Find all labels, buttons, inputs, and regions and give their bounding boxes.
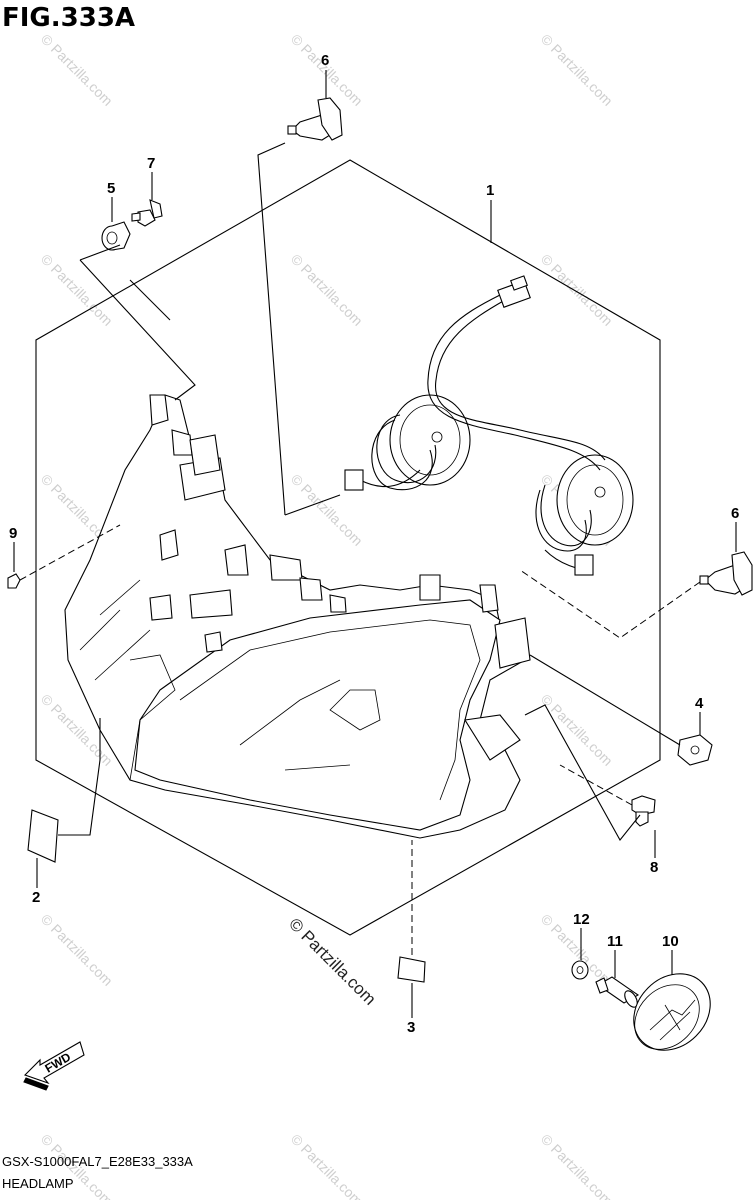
assembly-outline [35,159,661,936]
watermark: © Partzilla.com [38,911,116,989]
callout-8: 8 [650,859,658,876]
watermark: © Partzilla.com [538,31,616,109]
figure-name: HEADLAMP [2,1176,74,1191]
callout-9: 9 [9,525,17,542]
callout-labels: 1 2 3 4 5 6 6 7 8 9 10 11 12 [9,52,739,1036]
callout-12: 12 [573,911,590,928]
watermark: © Partzilla.com [538,1131,616,1200]
callout-7: 7 [147,155,155,172]
label-2 [27,809,59,863]
watermark: © Partzilla.com [538,691,616,769]
bulb-6-right [699,551,753,596]
figure-code: GSX-S1000FAL7_E28E33_333A [2,1154,193,1169]
callout-6-right: 6 [731,505,739,522]
figure-title: FIG.333A [2,3,135,33]
callout-6-top: 6 [321,52,329,69]
leader-lines [13,70,737,1018]
spacer-11 [595,976,640,1008]
cap-10 [633,973,711,1051]
watermark-main: © Partzilla.com [285,914,379,1008]
watermark: © Partzilla.com [538,251,616,329]
bulb-6-top [287,97,343,141]
headlamp-assembly [64,394,531,839]
callout-3: 3 [407,1019,415,1036]
callout-4: 4 [695,695,704,712]
watermark: © Partzilla.com [288,31,366,109]
callout-5: 5 [107,180,115,197]
fwd-arrow: FWD [23,1041,85,1091]
label-3 [397,956,426,983]
watermark: © Partzilla.com [38,31,116,109]
callout-1: 1 [486,182,494,199]
callout-10: 10 [662,933,679,950]
callout-2: 2 [32,889,40,906]
wiring-harness [344,275,634,576]
watermark: © Partzilla.com [288,1131,366,1200]
grommet-5 [101,221,131,251]
callout-11: 11 [607,933,623,950]
grommet-4 [677,734,713,766]
watermark: © Partzilla.com [288,251,366,329]
cap-9 [7,573,21,589]
screw-7 [131,199,163,227]
washer-12 [571,960,589,980]
